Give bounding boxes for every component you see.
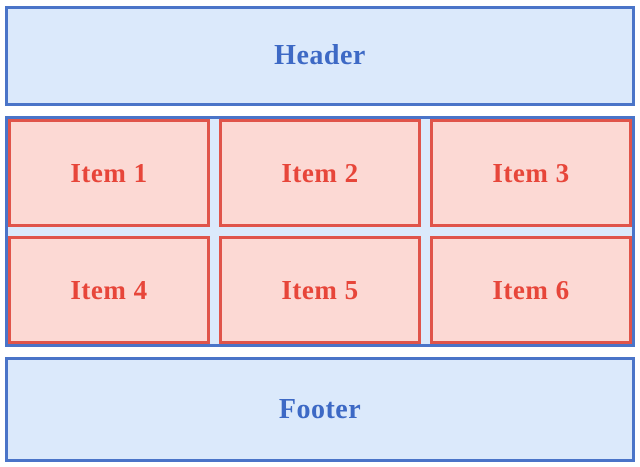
header-banner: Header	[5, 6, 635, 106]
grid-item-label: Item 3	[492, 157, 570, 188]
grid-item-6: Item 6	[430, 236, 632, 344]
footer-banner: Footer	[5, 357, 635, 462]
grid-item-3: Item 3	[430, 119, 632, 227]
grid-item-4: Item 4	[8, 236, 210, 344]
footer-label: Footer	[278, 393, 362, 425]
grid-item-label: Item 2	[281, 157, 359, 188]
header-label: Header	[274, 40, 366, 71]
grid-item-5: Item 5	[219, 236, 421, 344]
grid-item-label: Item 4	[70, 274, 148, 305]
items-grid: Item 1 Item 2 Item 3 Item 4 Item 5 Item …	[5, 116, 635, 347]
grid-item-label: Item 6	[492, 274, 570, 305]
grid-item-2: Item 2	[219, 119, 421, 227]
grid-item-1: Item 1	[8, 119, 210, 227]
grid-item-label: Item 1	[70, 157, 148, 188]
grid-item-label: Item 5	[281, 274, 359, 305]
